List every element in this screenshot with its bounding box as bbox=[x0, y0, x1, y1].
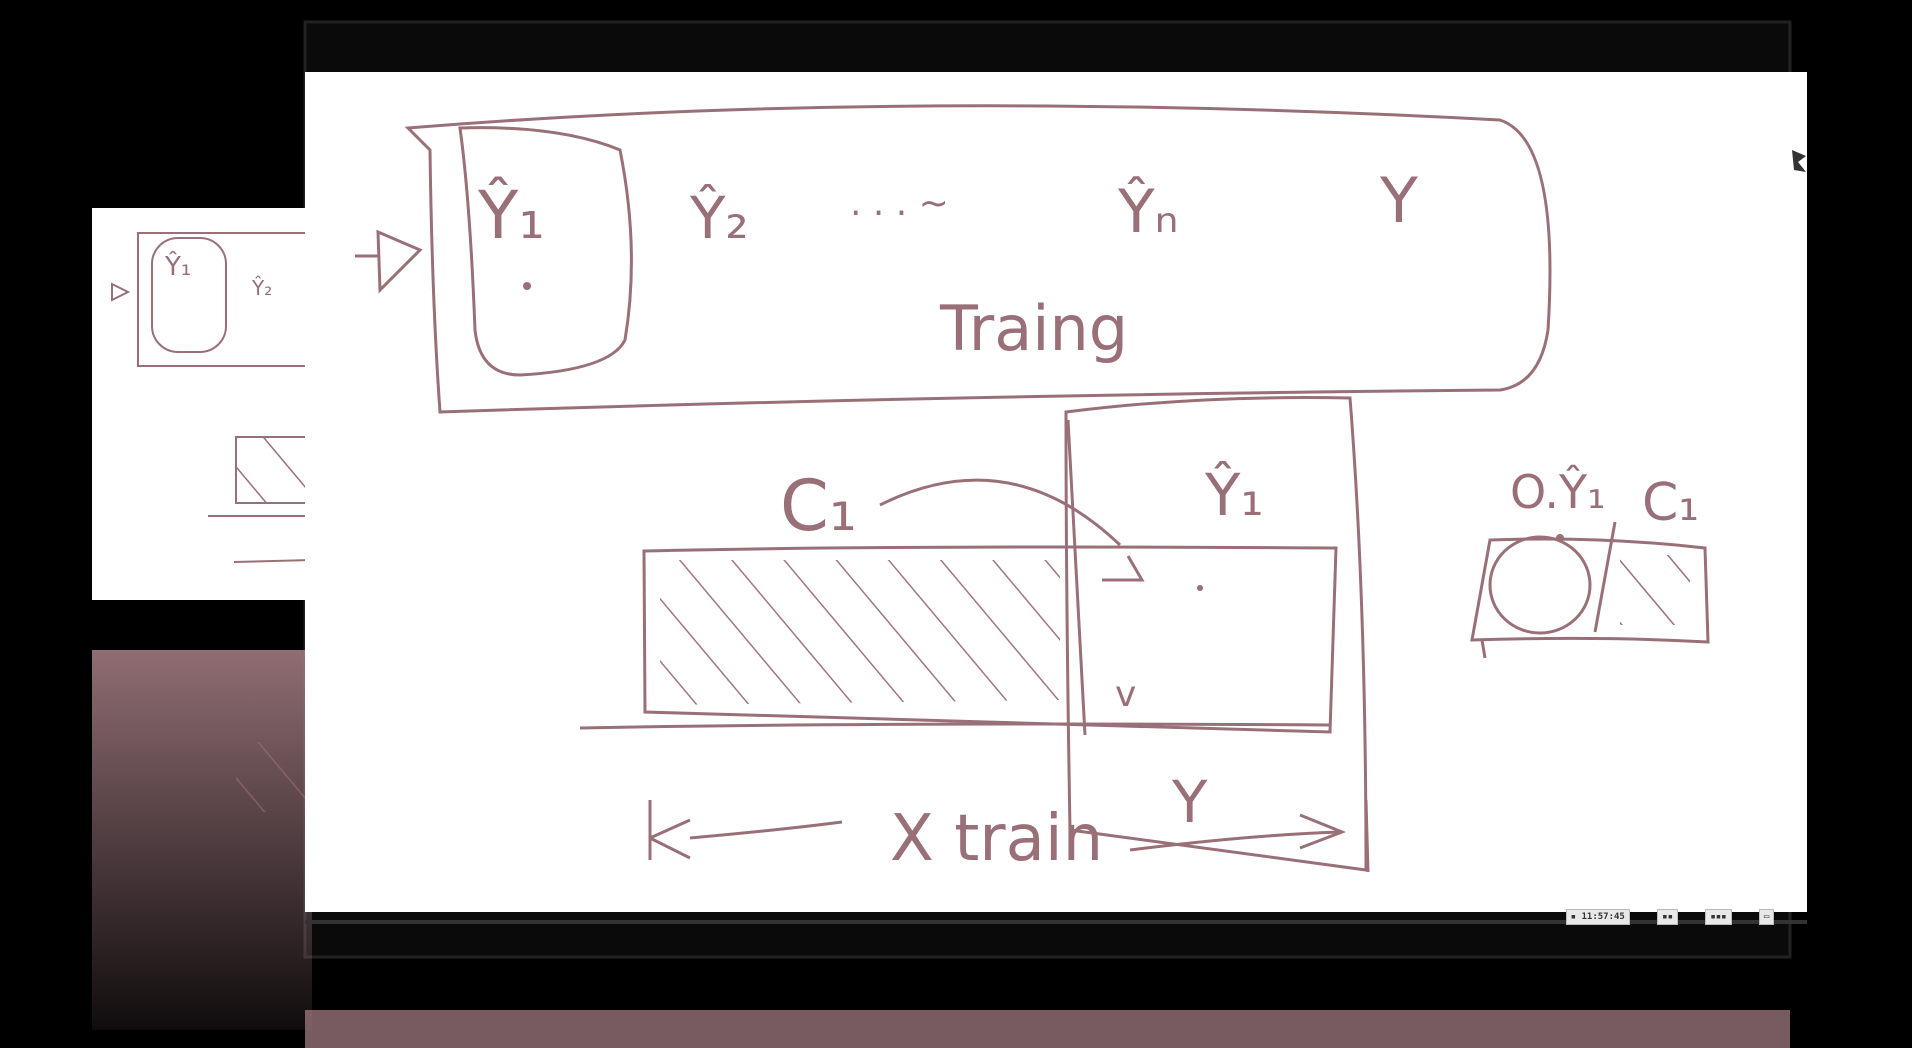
y-bottom-label: Y bbox=[1171, 768, 1208, 836]
taskbar-item-3[interactable]: ▭ bbox=[1758, 909, 1775, 925]
taskbar-item-2[interactable]: ▪▪▪ bbox=[1705, 909, 1732, 925]
back-yhat1-label: Ŷ₁ bbox=[164, 250, 191, 282]
cursor-icon bbox=[1792, 150, 1806, 172]
x-train-label: X train bbox=[890, 802, 1103, 876]
y-hat-2-label: Ŷ₂ bbox=[689, 183, 749, 252]
y-hat-1-label: Ŷ₁ bbox=[477, 176, 545, 254]
background-panel: Ŷ₁ Ŷ₂ bbox=[92, 208, 313, 600]
back-yhat2-label: Ŷ₂ bbox=[251, 276, 272, 300]
curved-arrow-icon bbox=[879, 478, 1122, 547]
c1-left-label: C₁ bbox=[780, 465, 857, 547]
hatched-training-fold bbox=[660, 560, 1060, 705]
mini-hatched-fold bbox=[1620, 555, 1690, 625]
data-rectangle[interactable] bbox=[642, 545, 1338, 734]
screen-reflection bbox=[92, 650, 1790, 1048]
mini-data-rectangle[interactable] bbox=[1470, 537, 1710, 644]
base-line bbox=[579, 722, 1331, 730]
training-container[interactable] bbox=[404, 104, 1552, 414]
whiteboard-surface bbox=[305, 72, 1807, 912]
c1-right-label: C₁ bbox=[1642, 473, 1699, 533]
left-arrowhead-icon bbox=[648, 800, 691, 860]
y-hat-1-dot bbox=[523, 282, 531, 290]
o-y-hat-label: O.Ŷ₁ bbox=[1510, 464, 1606, 519]
validation-fold-box[interactable] bbox=[1064, 396, 1368, 872]
right-arrowhead-icon bbox=[1299, 813, 1347, 850]
training-label: Traing bbox=[939, 292, 1128, 365]
left-arrow-icon bbox=[376, 229, 423, 294]
y-hat-1-box-label: Ŷ₁ bbox=[1204, 460, 1264, 529]
mini-circle bbox=[1488, 535, 1592, 635]
ellipsis-label: . . . ~ bbox=[850, 183, 949, 224]
taskbar: ▪ 11:57:45 ▪▪ ▪▪▪ ▭ bbox=[1552, 906, 1788, 928]
v-mark-label: v bbox=[1115, 674, 1136, 715]
taskbar-clock: ▪ 11:57:45 bbox=[1565, 909, 1630, 925]
y-hat-1-highlight-box[interactable] bbox=[458, 126, 633, 377]
taskbar-item-1[interactable]: ▪▪ bbox=[1657, 909, 1678, 925]
y-hat-n-label: Ŷₙ bbox=[1117, 175, 1179, 247]
y-label: Y bbox=[1379, 164, 1418, 237]
